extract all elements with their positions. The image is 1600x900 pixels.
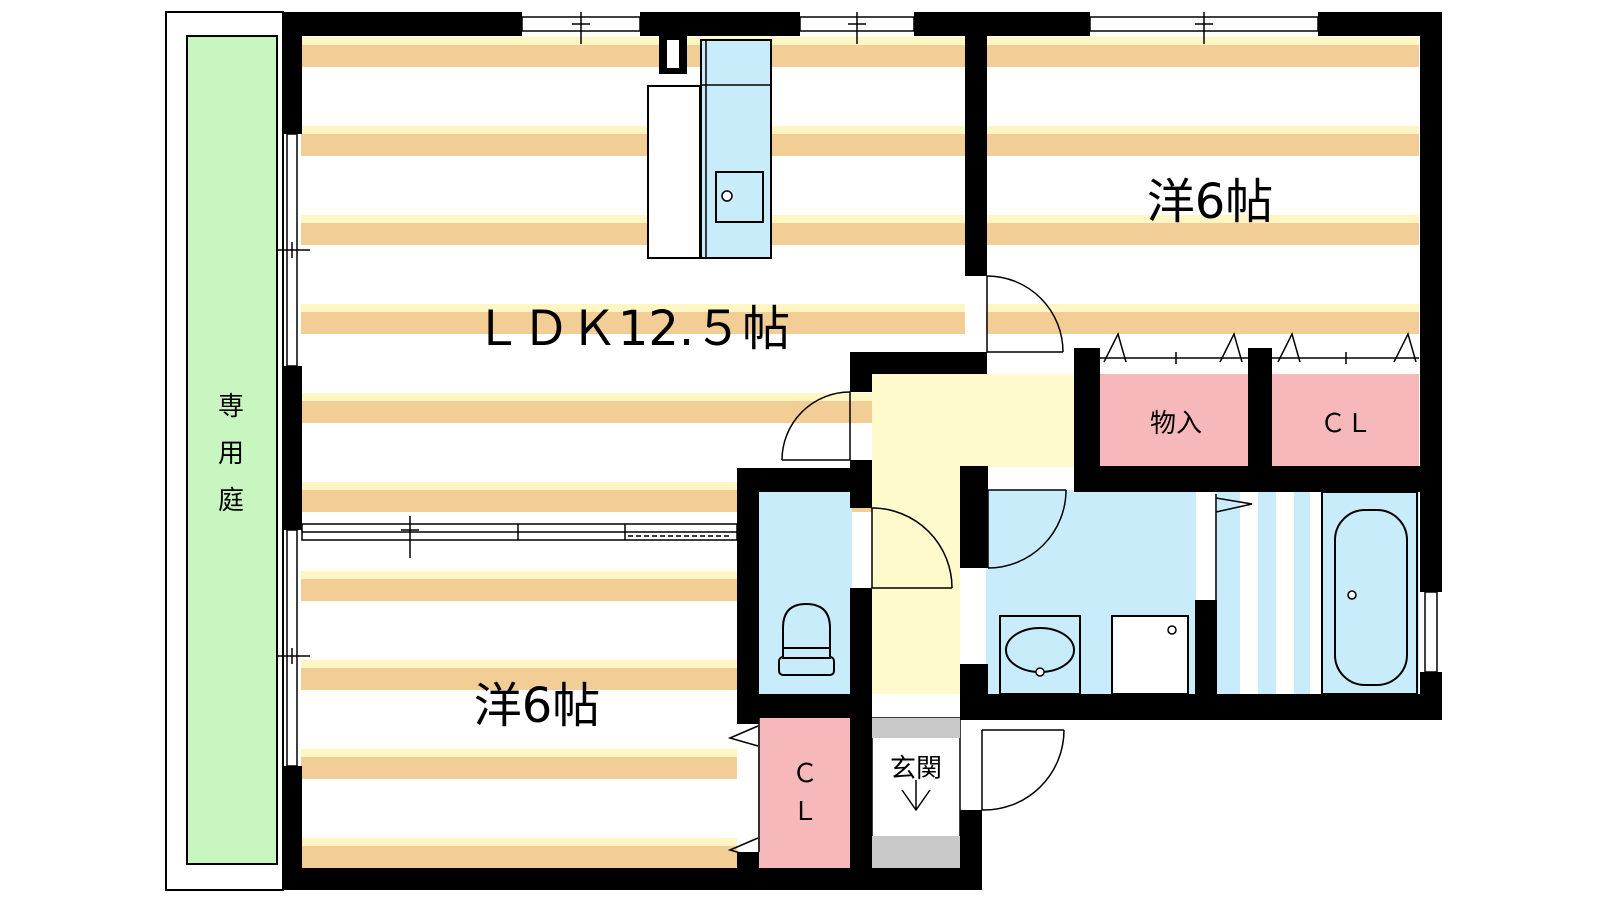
walls <box>282 12 1442 890</box>
toilet-tank <box>778 656 835 676</box>
bathroom-tile-2 <box>1276 490 1294 694</box>
hallway-floor <box>872 374 1075 694</box>
washing-machine-drain <box>1167 625 1177 635</box>
kitchen-counter <box>700 39 772 259</box>
kitchen-side-counter <box>647 85 701 259</box>
bathroom-tile-3 <box>1310 490 1322 694</box>
garden-label-1: 専 <box>218 392 244 422</box>
closet-west-label-1: Ｃ <box>792 759 818 789</box>
toilet-tank-lid <box>782 647 831 659</box>
storage-doors <box>727 331 1419 859</box>
toilet-bowl <box>782 602 831 649</box>
wash-basin-drain <box>1035 667 1045 677</box>
swing-doors <box>781 275 1067 811</box>
closet-west-label-2: Ｌ <box>792 797 818 827</box>
bedroom-west-label: 洋6帖 <box>474 678 601 734</box>
bathtub-inner <box>1334 509 1408 686</box>
storage-area <box>1100 374 1250 466</box>
window-marks <box>278 12 1213 664</box>
wash-basin <box>1005 627 1075 673</box>
entrance-floor-lower <box>872 836 960 868</box>
bedroom-east-floor <box>986 36 1419 348</box>
kitchen-column-inner <box>667 40 679 68</box>
entrance-step <box>872 718 960 738</box>
washing-machine <box>1111 615 1189 695</box>
bedroom-west-floor <box>301 540 737 868</box>
private-garden-area <box>186 35 278 865</box>
ldk-label: ＬＤＫ12.５帖 <box>474 301 790 357</box>
bedroom-east-label: 洋6帖 <box>1147 174 1274 230</box>
closet-north-label: ＣＬ <box>1320 409 1372 439</box>
garden-label-2: 用 <box>218 439 244 469</box>
closet-west-area <box>758 718 852 868</box>
kitchen-drain <box>721 190 733 202</box>
ldk-floor <box>301 36 965 524</box>
storage-label: 物入 <box>1150 409 1202 439</box>
sliding-partition <box>301 516 738 558</box>
closet-north-area <box>1272 374 1419 466</box>
garden-label-3: 庭 <box>218 486 244 516</box>
bathtub-drain <box>1347 590 1357 600</box>
bathroom-tile-1 <box>1240 490 1258 694</box>
entrance-label: 玄関 <box>890 754 942 784</box>
